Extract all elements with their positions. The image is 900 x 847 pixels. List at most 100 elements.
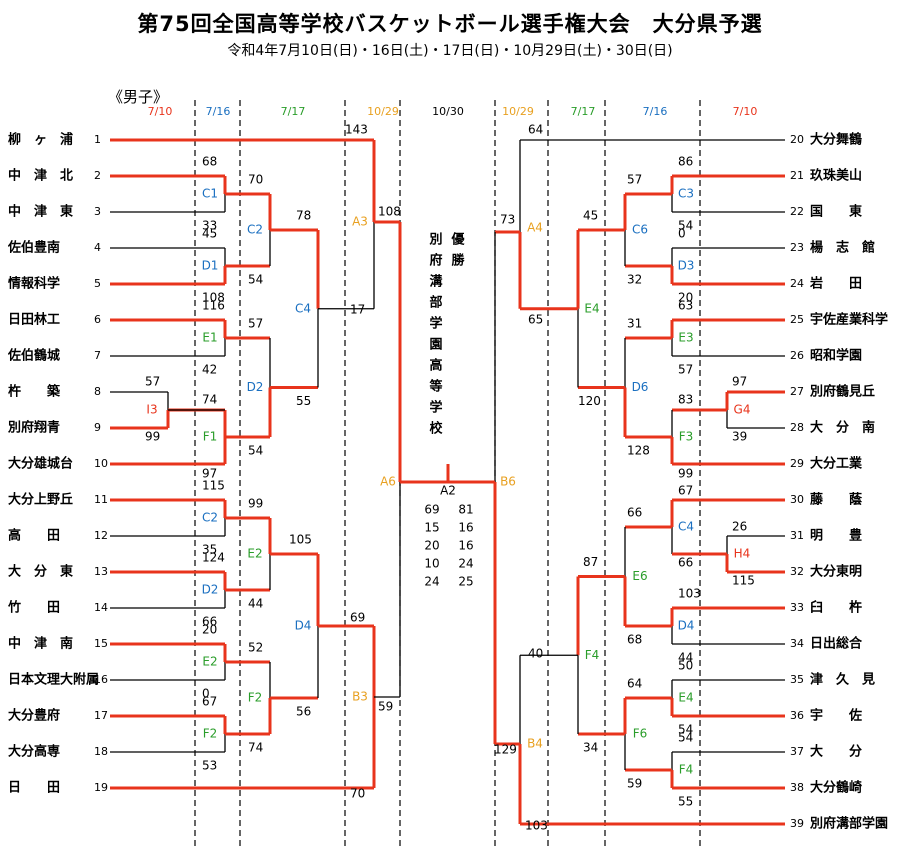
score-label: 143 xyxy=(345,123,368,137)
team-number-left: 8 xyxy=(94,385,101,398)
team-name-left: 佐伯豊南 xyxy=(7,240,60,256)
team-name-left: 日田林工 xyxy=(8,312,60,328)
champion-name-char: 別 xyxy=(428,233,442,248)
score-label: 68 xyxy=(627,633,642,647)
team-number-right: 21 xyxy=(790,169,804,182)
match-label-B4: B4 xyxy=(527,737,543,751)
score-label: 45 xyxy=(583,209,598,223)
team-name-right: 宇 佐 xyxy=(810,708,862,724)
match-label-C3: C3 xyxy=(678,187,694,201)
score-label: 20 xyxy=(202,623,217,637)
score-label: 40 xyxy=(528,647,543,661)
score-label: 116 xyxy=(202,299,225,313)
match-label-D2: D2 xyxy=(247,380,264,394)
score-label: 42 xyxy=(202,363,217,377)
round-date-left: 7/10 xyxy=(148,105,173,118)
round-date-left: 7/16 xyxy=(206,105,231,118)
match-label-E3: E3 xyxy=(678,331,693,345)
score-label: 124 xyxy=(202,551,225,565)
match-label-A6: A6 xyxy=(380,475,396,489)
score-label: 108 xyxy=(202,291,225,305)
match-label-C1: C1 xyxy=(202,187,218,201)
match-label-D6: D6 xyxy=(632,380,649,394)
score-label: 115 xyxy=(202,479,225,493)
champion-label-char: 勝 xyxy=(451,253,465,269)
score-label: 66 xyxy=(678,556,693,570)
match-label-E4: E4 xyxy=(584,301,599,315)
division-label: 《男子》 xyxy=(108,88,169,106)
round-date-right: 10/29 xyxy=(502,105,534,118)
match-label-F4: F4 xyxy=(679,763,694,777)
team-number-left: 3 xyxy=(94,205,101,218)
final-date: 10/30 xyxy=(432,105,464,118)
match-label-D3: D3 xyxy=(678,259,695,273)
team-number-left: 12 xyxy=(94,529,108,542)
team-number-left: 18 xyxy=(94,745,108,758)
tournament-title: 第75回全国高等学校バスケットボール選手権大会 大分県予選 xyxy=(137,12,763,36)
team-name-right: 大分鶴崎 xyxy=(810,780,862,796)
team-number-left: 16 xyxy=(94,673,108,686)
team-number-left: 10 xyxy=(94,457,108,470)
score-label: 83 xyxy=(678,393,693,407)
team-name-left: 佐伯鶴城 xyxy=(7,348,60,364)
round-date-left: 7/17 xyxy=(281,105,306,118)
score-label: 54 xyxy=(248,444,263,458)
final-score-left: 24 xyxy=(424,575,439,589)
champion-name-char: 溝 xyxy=(429,274,442,290)
match-label-C4: C4 xyxy=(295,301,311,315)
team-name-left: 中 津 北 xyxy=(8,168,73,184)
match-label-H4: H4 xyxy=(734,547,751,561)
champion-name-char: 校 xyxy=(429,421,443,437)
round-date-right: 7/17 xyxy=(571,105,596,118)
score-label: 59 xyxy=(627,777,642,791)
match-label-F2: F2 xyxy=(203,727,218,741)
score-label: 70 xyxy=(248,173,263,187)
score-label: 35 xyxy=(202,543,217,557)
score-label: 74 xyxy=(248,741,263,755)
match-label-I3: I3 xyxy=(146,403,157,417)
final-score-right: 24 xyxy=(458,557,473,571)
score-label: 99 xyxy=(678,467,693,481)
team-name-left: 中 津 東 xyxy=(8,204,73,220)
match-label-F2: F2 xyxy=(248,691,263,705)
champion-label-char: 優 xyxy=(450,232,465,248)
team-number-right: 33 xyxy=(790,601,804,614)
score-label: 78 xyxy=(296,209,311,223)
score-label: 31 xyxy=(627,317,642,331)
team-name-right: 日出総合 xyxy=(810,636,863,652)
team-number-left: 11 xyxy=(94,493,108,506)
round-date-right: 7/16 xyxy=(643,105,668,118)
score-label: 87 xyxy=(583,555,598,569)
team-name-left: 大分高専 xyxy=(8,744,60,760)
final-score-left: 69 xyxy=(424,503,439,517)
score-label: 56 xyxy=(296,705,311,719)
score-label: 57 xyxy=(678,363,693,377)
score-label: 26 xyxy=(732,520,747,534)
match-label-E1: E1 xyxy=(202,331,217,345)
round-date-right: 7/10 xyxy=(733,105,758,118)
match-label-D1: D1 xyxy=(202,259,219,273)
team-name-right: 藤 蔭 xyxy=(810,492,863,508)
team-name-right: 大分東明 xyxy=(810,564,862,580)
score-label: 33 xyxy=(202,219,217,233)
team-number-right: 39 xyxy=(790,817,804,830)
team-number-right: 31 xyxy=(790,529,804,542)
team-number-left: 17 xyxy=(94,709,108,722)
score-label: 52 xyxy=(248,641,263,655)
team-number-right: 20 xyxy=(790,133,804,146)
team-name-left: 別府翔青 xyxy=(7,420,60,436)
team-name-left: 大分雄城台 xyxy=(8,456,73,472)
match-label-E2: E2 xyxy=(202,655,217,669)
score-label: 39 xyxy=(732,430,747,444)
team-name-right: 玖珠美山 xyxy=(810,168,862,184)
team-name-right: 楊 志 館 xyxy=(810,240,875,256)
score-label: 65 xyxy=(528,313,543,327)
score-label: 57 xyxy=(627,173,642,187)
score-label: 103 xyxy=(525,819,548,833)
score-label: 0 xyxy=(202,687,210,701)
team-number-right: 27 xyxy=(790,385,804,398)
team-name-left: 大分豊府 xyxy=(8,708,60,724)
match-label-D2: D2 xyxy=(202,583,219,597)
match-label-A3: A3 xyxy=(352,215,368,229)
match-label-B6: B6 xyxy=(500,475,516,489)
